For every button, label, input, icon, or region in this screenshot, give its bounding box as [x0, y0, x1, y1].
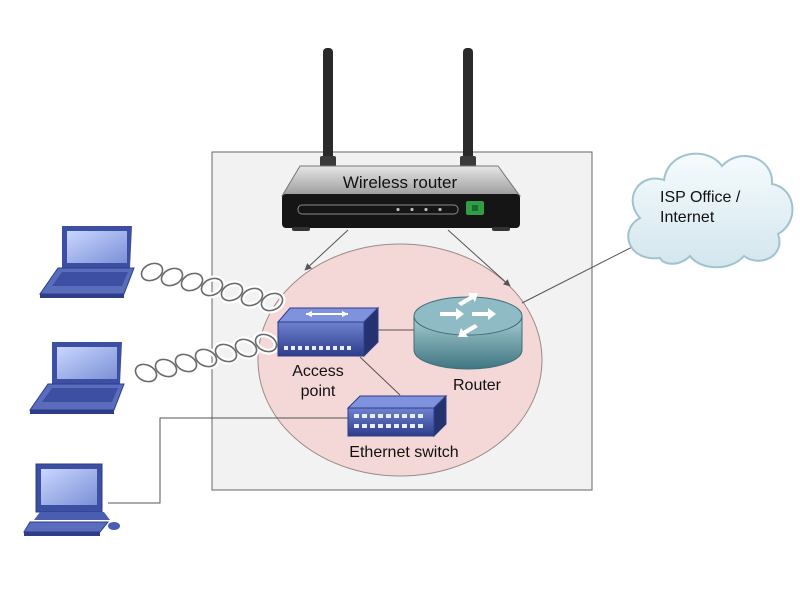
access-point-icon — [276, 306, 380, 358]
wireless-router-label: Wireless router — [343, 173, 458, 192]
isp-label-line2: Internet — [660, 209, 715, 226]
cloud-icon — [627, 152, 794, 269]
wireless-signal-upper — [138, 260, 286, 314]
ethernet-switch-label: Ethernet switch — [349, 444, 458, 461]
internet-link — [521, 240, 645, 304]
router-label: Router — [453, 377, 502, 394]
access-point-label-line1: Access — [292, 363, 344, 380]
router-icon — [413, 293, 523, 370]
ap-switch-link — [359, 356, 401, 396]
wireless-router-icon — [281, 48, 521, 231]
desktop-switch-cable — [108, 417, 348, 504]
ethernet-switch-icon — [346, 394, 448, 438]
arrow-to-access-point — [304, 229, 349, 271]
desktop-computer-icon — [23, 463, 120, 536]
arrow-to-router — [447, 229, 511, 287]
wireless-signal-lower — [132, 331, 280, 385]
access-point-label-line2: point — [301, 383, 336, 400]
laptop-icon — [39, 226, 135, 298]
laptop-icon — [29, 342, 125, 414]
isp-label-line1: ISP Office / — [660, 189, 741, 206]
